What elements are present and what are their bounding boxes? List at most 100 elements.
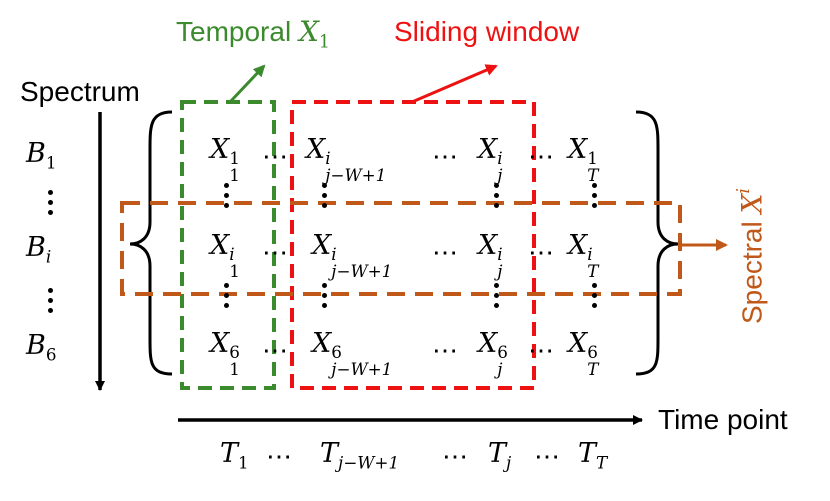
cell-var: X <box>210 328 230 359</box>
band-sub: 1 <box>45 152 57 173</box>
cell-var: X <box>306 134 326 165</box>
temporal-label-text: Temporal <box>176 16 299 47</box>
temporal-pointer-arrow <box>228 64 266 104</box>
horizontal-ellipsis: ⋯ <box>262 142 288 172</box>
time-label: Tj <box>488 440 511 471</box>
horizontal-ellipsis: ⋯ <box>528 142 554 172</box>
time-var: T <box>578 438 597 469</box>
temporal-label-var: X <box>298 15 319 48</box>
horizontal-ellipsis: ⋯ <box>432 238 458 268</box>
vertical-ellipsis <box>322 283 328 308</box>
cell-var: X <box>210 230 230 261</box>
temporal-label: Temporal X1 <box>176 18 330 52</box>
horizontal-ellipsis: ⋯ <box>534 442 560 472</box>
spectrum-label: Spectrum <box>20 76 140 107</box>
left-brace <box>129 110 173 376</box>
band-var: B <box>26 138 46 169</box>
sliding-pointer-arrow <box>411 64 498 104</box>
horizontal-ellipsis: ⋯ <box>442 442 468 472</box>
cell-sub: T <box>587 165 599 186</box>
cell-sup: i <box>497 243 503 264</box>
cell-sup: 6 <box>587 341 598 362</box>
cell-sup: i <box>587 243 593 264</box>
spectral-label-var: X <box>735 193 769 214</box>
time-label: TT <box>578 440 607 471</box>
time-var: T <box>320 438 339 469</box>
horizontal-ellipsis: ⋯ <box>262 336 288 366</box>
cell-sub: j <box>497 165 503 186</box>
cell-sup: i <box>229 243 235 264</box>
band-label: B6 <box>26 332 57 363</box>
time-sub: 1 <box>238 452 249 473</box>
cell-sup: i <box>331 243 337 264</box>
cell-sup: i <box>325 147 331 168</box>
vertical-ellipsis <box>322 183 328 208</box>
cell-var: X <box>568 230 588 261</box>
cell-var: X <box>478 230 498 261</box>
horizontal-ellipsis: ⋯ <box>528 336 554 366</box>
right-brace <box>635 110 679 376</box>
horizontal-ellipsis: ⋯ <box>262 238 288 268</box>
cell-sub: T <box>587 261 599 282</box>
cell-sup: 6 <box>229 341 240 362</box>
cell-var: X <box>478 134 498 165</box>
horizontal-ellipsis: ⋯ <box>528 238 554 268</box>
cell-sup: i <box>497 147 503 168</box>
time-label: Tj−W+1 <box>320 440 399 471</box>
cell-sub: j <box>497 359 503 380</box>
band-sub: i <box>45 246 52 267</box>
temporal-window-box <box>180 100 276 390</box>
vertical-ellipsis <box>592 183 598 208</box>
band-var: B <box>26 330 46 361</box>
horizontal-ellipsis: ⋯ <box>432 336 458 366</box>
band-label: Bi <box>26 234 51 265</box>
cell-sup: 6 <box>331 341 342 362</box>
vertical-ellipsis <box>48 190 54 215</box>
cell-var: X <box>312 328 332 359</box>
time-sub: T <box>596 452 608 473</box>
cell-sub: 1 <box>229 359 240 380</box>
cell-sub: 1 <box>229 165 240 186</box>
sliding-window-label: Sliding window <box>394 16 580 47</box>
time-var: T <box>488 438 507 469</box>
time-sub: j−W+1 <box>338 452 400 473</box>
cell-sub: j <box>497 261 503 282</box>
cell-sup: 1 <box>229 147 240 168</box>
cell-sub: T <box>587 359 599 380</box>
cell-var: X <box>568 134 588 165</box>
cell-sub: j−W+1 <box>325 165 387 186</box>
time-point-label: Time point <box>658 404 788 435</box>
cell-sub: j−W+1 <box>331 261 393 282</box>
spectral-label-sup: i <box>734 188 755 194</box>
spectral-label: Spectral Xi <box>734 188 769 324</box>
cell-var: X <box>478 328 498 359</box>
band-var: B <box>26 232 46 263</box>
time-var: T <box>220 438 239 469</box>
cell-sup: 6 <box>497 341 508 362</box>
spectral-row-box <box>120 201 682 296</box>
vertical-ellipsis <box>224 183 230 208</box>
cell-sub: 1 <box>229 261 240 282</box>
vertical-ellipsis <box>592 283 598 308</box>
spectral-label-text: Spectral <box>736 213 768 324</box>
cell-sup: 1 <box>587 147 598 168</box>
time-sub: j <box>506 452 512 473</box>
vertical-ellipsis <box>48 288 54 313</box>
cell-var: X <box>568 328 588 359</box>
vertical-ellipsis <box>224 283 230 308</box>
horizontal-ellipsis: ⋯ <box>432 142 458 172</box>
vertical-ellipsis <box>494 183 500 208</box>
